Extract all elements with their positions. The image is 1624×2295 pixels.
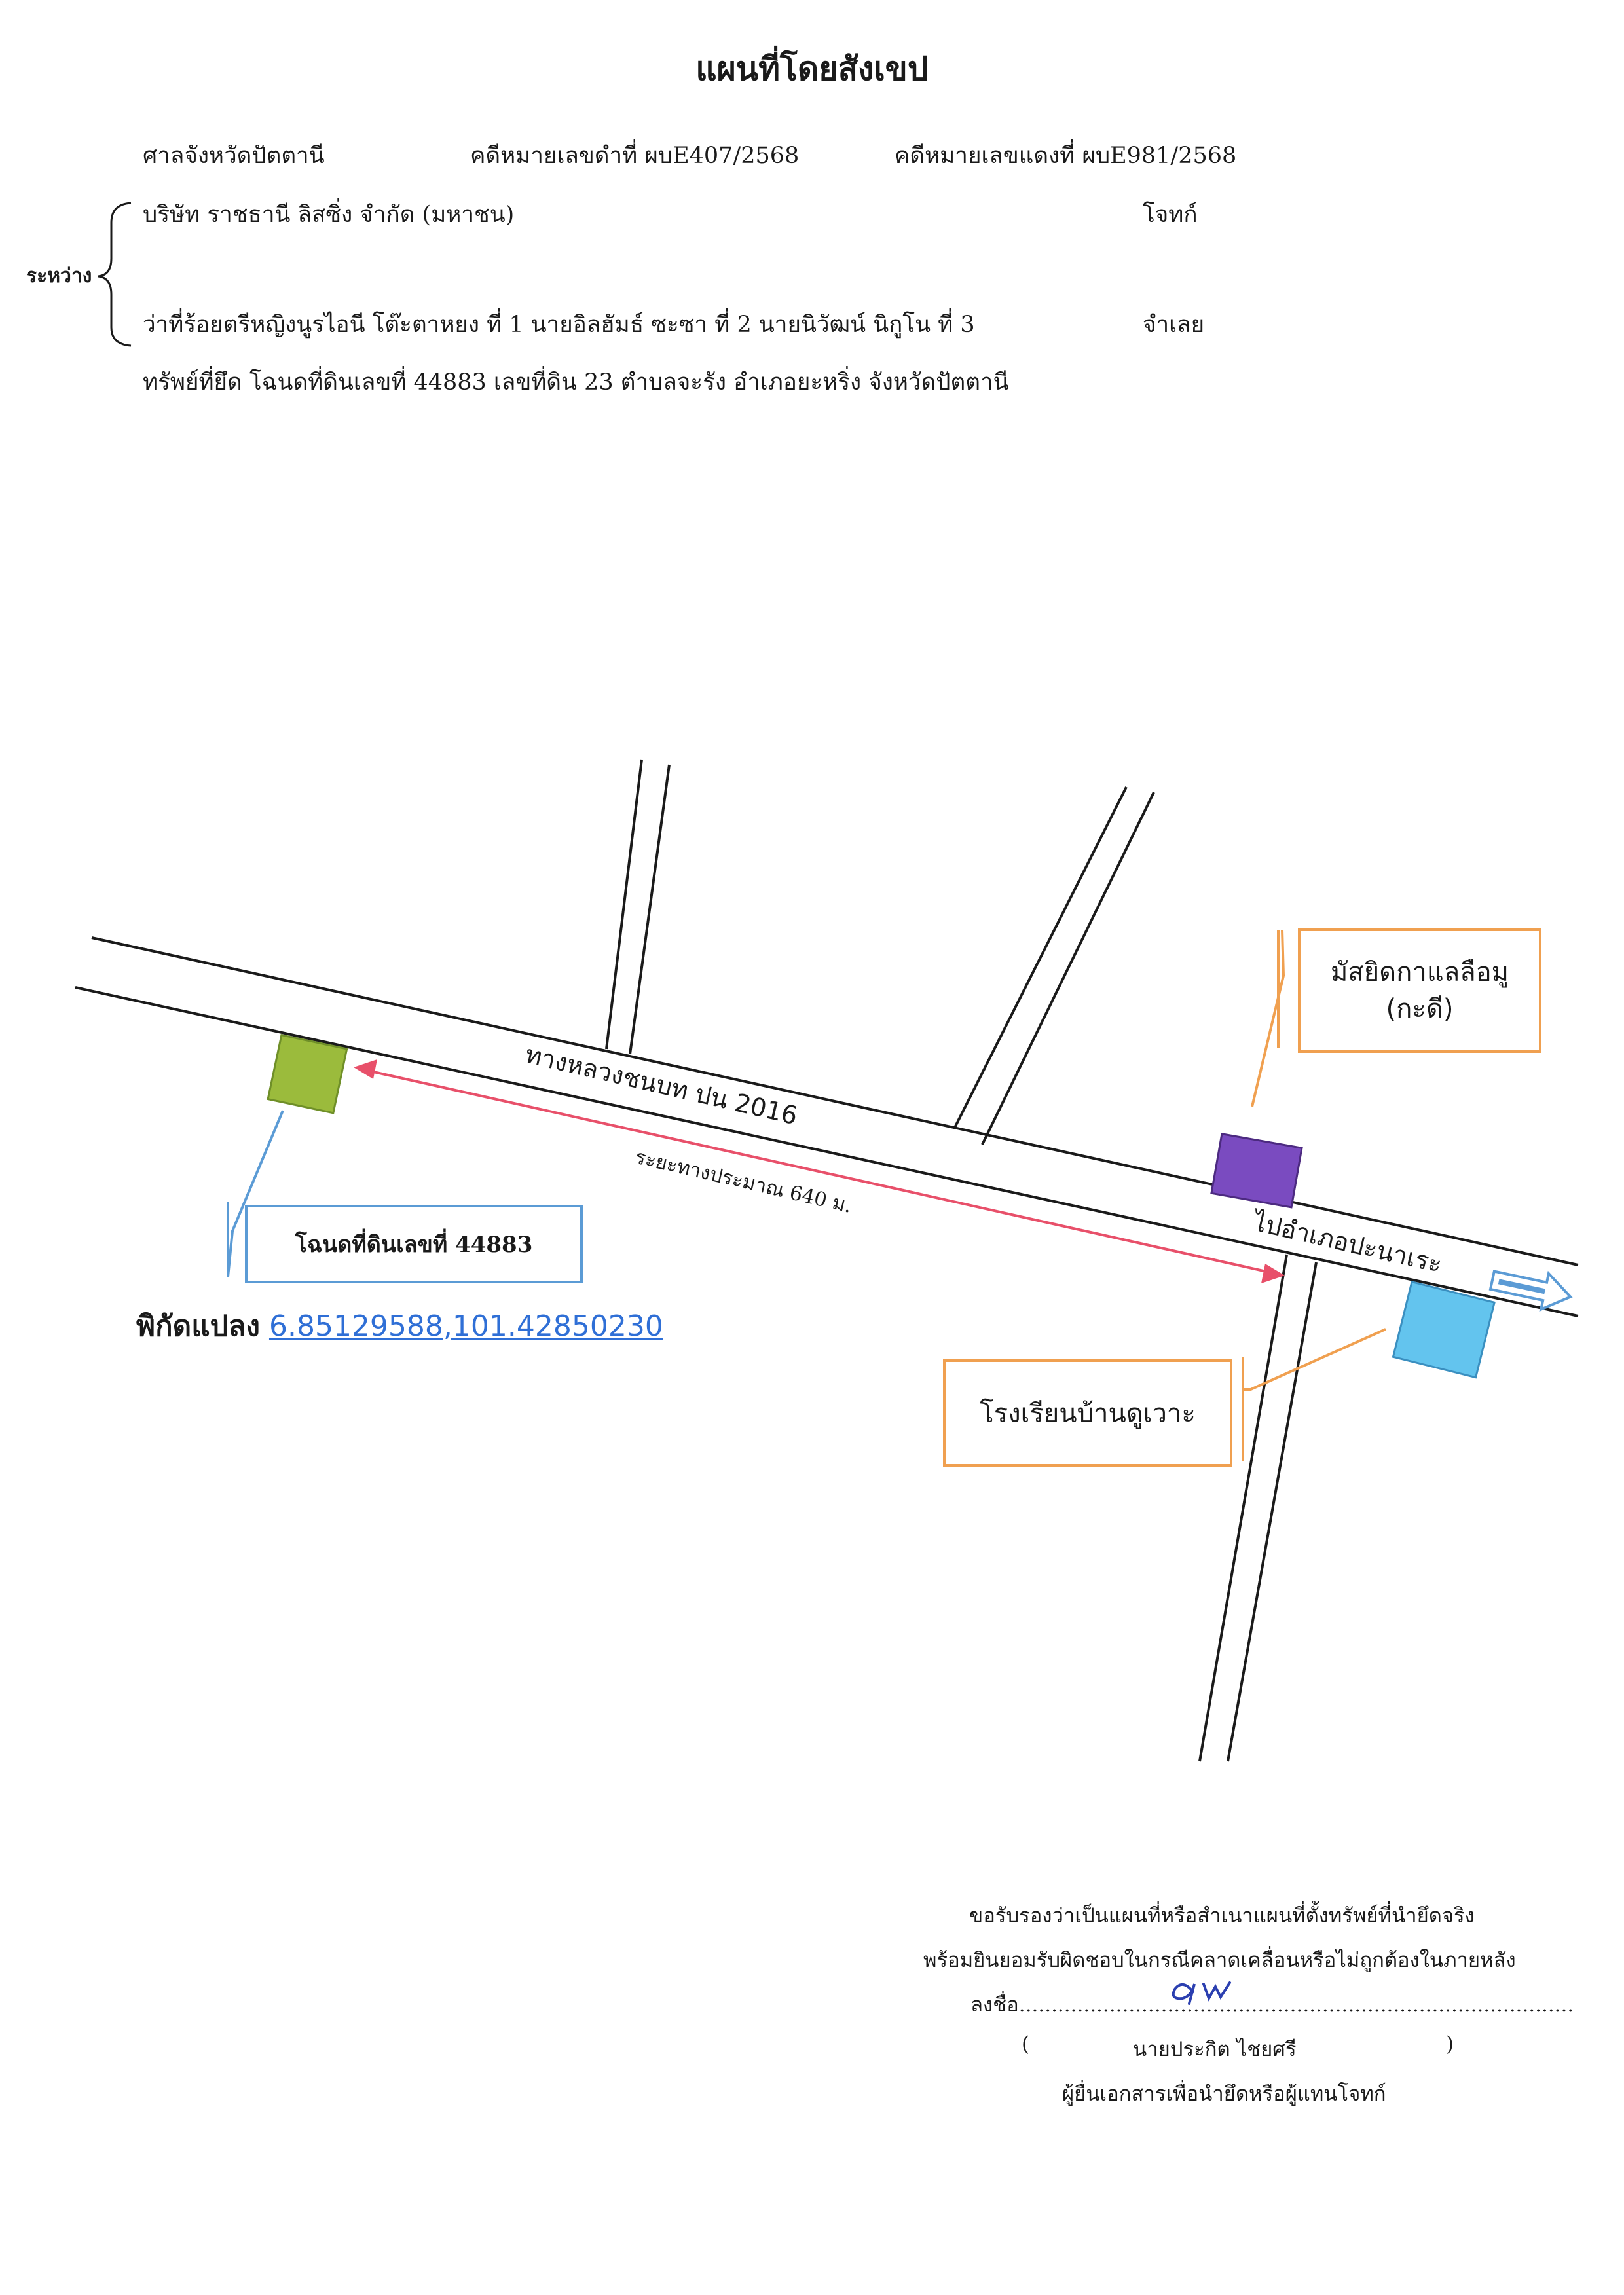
plaintiff-name: บริษัท ราชธานี ลิสซิ่ง จำกัด (มหาชน) [143,202,515,228]
school-marker [1392,1280,1496,1379]
page-title: แผนที่โดยสังเขป [695,49,929,88]
seized-property: ทรัพย์ที่ยึด โฉนดที่ดินเลขที่ 44883 เลขท… [143,369,1009,395]
sign-line: ลงชื่อ..................................… [970,1988,1574,2021]
distance-label: ระยะทางประมาณ 640 ม. [633,1146,854,1218]
open-paren: ( [1022,2032,1030,2056]
defendant-role: จำเลย [1143,312,1205,338]
highway-upper-edge [91,936,1579,1266]
school-callout-line [1243,1328,1386,1391]
south-road-edge-a [1198,1254,1288,1762]
northeast-road-edge-a [953,786,1128,1128]
red-case-number: คดีหมายเลขแดงที่ ผบE981/2568 [895,143,1237,169]
cert-line-1: ขอรับรองว่าเป็นแผนที่หรือสำเนาแผนที่ตั้ง… [969,1904,1475,1928]
deed-label: โฉนดที่ดินเลขที่ 44883 [295,1232,533,1258]
plaintiff-role: โจทก์ [1143,202,1198,228]
defendant-names: ว่าที่ร้อยตรีหญิงนูรไอนี โต๊ะตาหยง ที่ 1… [143,312,975,338]
cert-line-2: พร้อมยินยอมรับผิดชอบในกรณีคลาดเคลื่อนหรื… [923,1949,1516,1972]
school-label: โรงเรียนบ้านดูเวาะ [980,1399,1196,1429]
parcel-coordinates: พิกัดแปลง 6.85129588,101.42850230 [136,1303,663,1349]
signer-role: ผู้ยื่นเอกสารเพื่อนำยึดหรือผู้แทนโจทก์ [1062,2082,1386,2106]
south-road-edge-b [1227,1262,1318,1762]
signer-name: นายประกิต ไชยศรี [1133,2038,1297,2061]
mosque-label-line1: มัสยิดกาแลลือมู [1330,957,1509,987]
mosque-label-line2: (กะดี) [1386,994,1454,1024]
mosque-callout-line [1251,929,1285,1107]
mosque-label-box: มัสยิดกาแลลือมู (กะดี) [1298,928,1541,1053]
distance-arrow [354,1059,1285,1283]
direction-arrow [1488,1270,1573,1312]
sign-label: ลงชื่อ [970,1993,1019,2017]
northeast-road-edge-b [981,792,1155,1145]
school-label-box: โรงเรียนบ้านดูเวาะ [943,1359,1232,1467]
deed-label-box: โฉนดที่ดินเลขที่ 44883 [245,1205,583,1283]
coord-link[interactable]: 6.85129588,101.42850230 [268,1310,663,1343]
close-paren: ) [1446,2032,1454,2056]
mosque-marker [1210,1133,1303,1209]
court-name: ศาลจังหวัดปัตตานี [143,143,325,169]
between-label: ระหว่าง [26,265,92,287]
direction-label: ไปอำเภอปะนาเระ [1249,1207,1445,1279]
deed-callout-line [227,1110,284,1277]
black-case-number: คดีหมายเลขดำที่ ผบE407/2568 [470,143,800,169]
coord-prefix: พิกัดแปลง [136,1310,260,1343]
north-road-left-edge-a [605,759,643,1050]
sign-dots: ........................................… [1018,1993,1574,2017]
highway-lower-edge [75,986,1579,1317]
north-road-left-edge-b [629,764,671,1055]
deed-parcel-marker [267,1033,348,1114]
